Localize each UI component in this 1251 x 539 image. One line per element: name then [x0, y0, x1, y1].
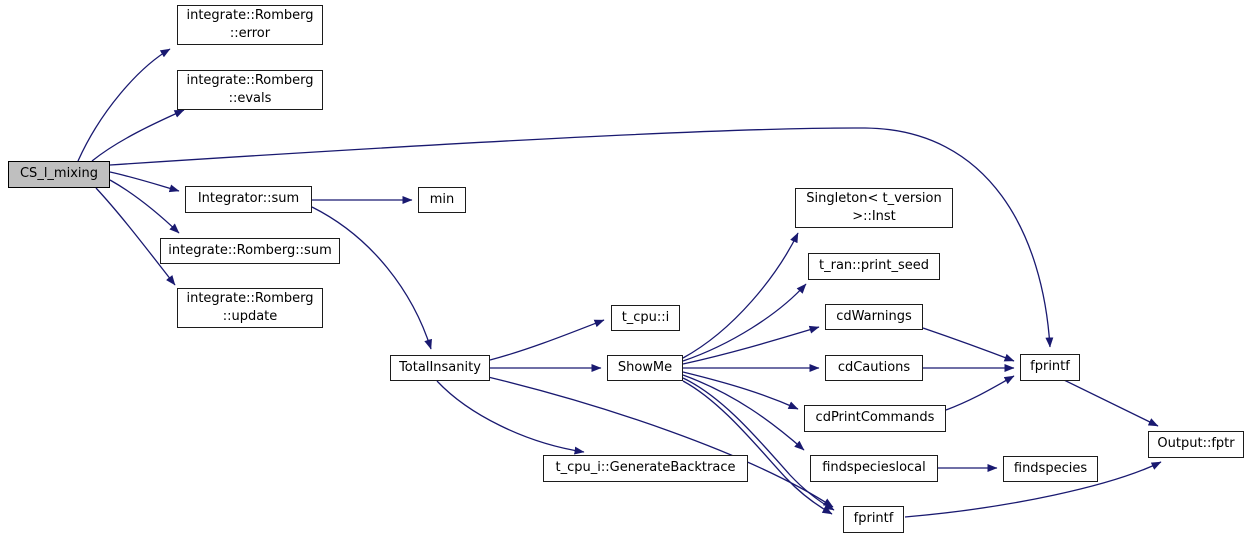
- edge-showme-to-printseed: [682, 283, 807, 362]
- node-integrate-romberg-sum[interactable]: integrate::Romberg::sum: [160, 238, 340, 264]
- node-findspecieslocal[interactable]: findspecieslocal: [810, 455, 938, 482]
- node-findspecies[interactable]: findspecies: [1003, 456, 1098, 482]
- edge-showme-to-fprintf-bottom: [682, 377, 835, 511]
- node-showme[interactable]: ShowMe: [607, 355, 683, 381]
- edge-fprintf-bottom-to-outputfptr: [904, 461, 1162, 518]
- node-output-fptr[interactable]: Output::fptr: [1148, 431, 1244, 458]
- edge-showme-to-singleton: [682, 232, 799, 359]
- node-integrator-sum[interactable]: Integrator::sum: [185, 186, 312, 213]
- node-fprintf-bottom[interactable]: fprintf: [843, 506, 904, 533]
- edge-csl-to-romberg-sum: [109, 179, 180, 234]
- edge-csl-to-romberg-update: [95, 187, 176, 286]
- node-totalinsanity[interactable]: TotalInsanity: [390, 355, 490, 381]
- edge-csl-to-romberg-evals: [91, 109, 185, 162]
- edge-fprintf-to-outputfptr: [1063, 379, 1159, 427]
- edge-ti-to-backtrace: [436, 380, 585, 455]
- node-t-cpu-i-generatebacktrace[interactable]: t_cpu_i::GenerateBacktrace: [543, 455, 748, 482]
- node-integrate-romberg-evals[interactable]: integrate::Romberg ::evals: [177, 70, 323, 110]
- node-integrate-romberg-update[interactable]: integrate::Romberg ::update: [177, 288, 323, 328]
- node-cdcautions[interactable]: cdCautions: [825, 355, 923, 381]
- node-cdprintcommands[interactable]: cdPrintCommands: [804, 405, 946, 432]
- node-fprintf[interactable]: fprintf: [1020, 354, 1080, 381]
- edge-showme-to-fsl: [682, 374, 805, 451]
- node-cs-l-mixing: CS_l_mixing: [8, 161, 110, 188]
- edge-csl-to-integrator-sum: [109, 171, 180, 193]
- node-integrate-romberg-error[interactable]: integrate::Romberg ::error: [177, 5, 323, 45]
- node-t-ran-print-seed[interactable]: t_ran::print_seed: [808, 253, 940, 280]
- edge-showme-to-cdwarnings: [682, 325, 820, 365]
- edge-ti-to-fprintf-bottom: [487, 376, 834, 508]
- node-t-cpu-i[interactable]: t_cpu::i: [611, 305, 680, 331]
- edge-ti-to-tcpu: [489, 319, 605, 361]
- node-cdwarnings[interactable]: cdWarnings: [825, 304, 923, 330]
- edge-csl-to-fprintf: [109, 127, 1054, 348]
- edge-cdprintcmds-to-fprintf: [945, 375, 1015, 411]
- edge-sum-to-totalinsanity: [311, 206, 432, 350]
- edge-cdwarnings-to-fprintf: [922, 327, 1015, 362]
- edge-showme-to-fprintf-bottom-2: [682, 380, 833, 515]
- edge-showme-to-cdprintcmds: [682, 371, 799, 410]
- edge-csl-to-romberg-error: [77, 48, 171, 162]
- node-singleton-t-version-inst[interactable]: Singleton< t_version >::Inst: [795, 188, 953, 228]
- node-min[interactable]: min: [418, 187, 466, 213]
